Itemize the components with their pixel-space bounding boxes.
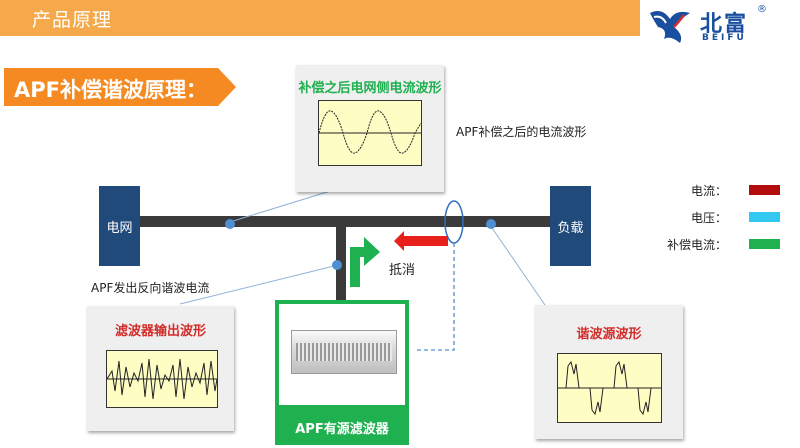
page-title: 产品原理 [32,9,113,31]
filter-waveform [106,358,218,400]
logo-icon [650,11,690,43]
harmonic-panel-title: 谐波源波形 [576,327,642,342]
legend-swatch-current [749,185,780,195]
legend-label-compensation: 补偿电流： [666,238,727,252]
harmonic-panel-connector [489,224,546,306]
harmonic-panel: 谐波源波形 [535,305,683,439]
apf-frame [275,300,409,409]
current-arrow [394,231,448,251]
bus-bar [140,216,552,227]
cancel-label: 抵消 [389,263,416,278]
logo-registered: ® [757,4,767,15]
legend-swatch-voltage [749,212,780,222]
harmonic-waveform [558,360,661,416]
load-box: 负载 [550,186,591,266]
grid-box: 电网 [99,186,140,266]
filter-panel-connector [179,264,339,305]
logo-sub: BEIFU [702,33,747,43]
header-bar [0,0,640,36]
filter-panel-title: 滤波器输出波形 [114,324,206,339]
apf-device [291,330,397,374]
control-signal-line [414,243,455,351]
legend: 电流： 电压： 补偿电流： [647,182,787,257]
section-title-banner [4,68,236,106]
legend-label-current: 电流： [690,184,727,198]
logo-text: 北富 [700,12,749,37]
top-note: APF补偿之后的电流波形 [456,125,587,139]
apf-measure-dot [332,260,342,270]
top-panel-connector [229,187,341,223]
top-panel: 补偿之后电网侧电流波形 [296,65,444,192]
left-note: APF发出反向谐波电流 [91,281,210,295]
section-title: APF补偿谐波原理： [14,78,207,102]
legend-label-voltage: 电压： [690,211,727,225]
grid-measure-dot [225,219,235,229]
filter-panel: 滤波器输出波形 [87,306,234,431]
apf-vent [296,343,392,361]
legend-swatch-compensation [749,239,780,249]
top-scope [318,100,422,166]
top-panel-title: 补偿之后电网侧电流波形 [298,81,442,96]
apf-caption: APF有源滤波器 [275,409,409,445]
harmonic-scope [557,353,662,423]
filter-scope [106,350,218,408]
top-waveform [318,110,422,154]
compensation-arrow [350,237,380,287]
load-measure-dot [486,219,496,229]
